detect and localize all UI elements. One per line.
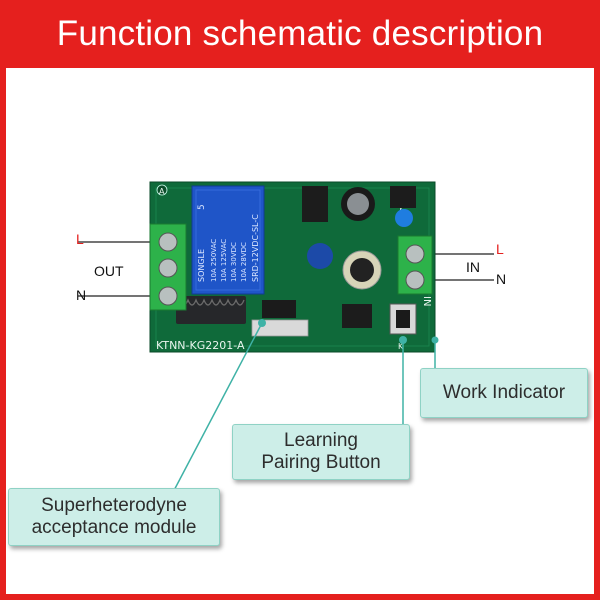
superheterodyne-text: Superheterodyne: [41, 495, 187, 516]
left-out-label: OUT: [94, 263, 124, 279]
board-model-label: KTNN-KG2201-A: [156, 339, 245, 352]
left-neutral-label: N: [76, 287, 87, 303]
terminal-block-icon: [149, 223, 187, 311]
relay-rating-1: 10A 250VAC: [210, 239, 218, 282]
pairing-button-text: Pairing Button: [261, 452, 381, 473]
learning-pairing-callout: Learning Pairing Button: [232, 424, 410, 480]
relay-rating-2: 10A 125VAC: [220, 239, 228, 282]
page-title: Function schematic description: [56, 14, 544, 53]
acceptance-module-text: acceptance module: [31, 517, 197, 538]
relay-number-label: 5: [197, 204, 207, 210]
capacitor-icon: [307, 187, 413, 290]
work-indicator-callout: Work Indicator: [420, 368, 588, 418]
relay-rating-4: 10A 28VDC: [240, 242, 248, 282]
ic-chip-top: [302, 186, 328, 222]
module-leader-line: [169, 322, 263, 499]
relay-icon: SONGLE 10A 250VAC 10A 125VAC 10A 30VDC 1…: [191, 185, 265, 295]
right-neutral-label: N: [496, 271, 507, 287]
silk-k-label: K: [398, 342, 404, 351]
learning-text: Learning: [284, 430, 358, 451]
title-banner: Function schematic description: [0, 0, 600, 68]
push-button-icon: [389, 303, 417, 335]
relay-brand-label: SONGLE: [197, 249, 206, 282]
right-in-label: IN: [466, 259, 480, 275]
antenna-coil-icon: [176, 296, 309, 337]
terminal-block-right: [397, 235, 433, 295]
work-indicator-text: Work Indicator: [442, 382, 566, 403]
silk-in-label: IN: [421, 296, 432, 306]
left-live-label: L: [76, 231, 84, 247]
ic-chip-bottom: [342, 304, 372, 328]
right-live-label: L: [496, 241, 504, 257]
ic-chip-right: [390, 186, 416, 208]
silk-a-label: A: [159, 187, 165, 196]
relay-model-label: SRD-12VDC-SL-C: [251, 214, 260, 282]
superheterodyne-callout: Superheterodyne acceptance module: [8, 488, 220, 546]
relay-rating-3: 10A 30VDC: [230, 242, 238, 282]
